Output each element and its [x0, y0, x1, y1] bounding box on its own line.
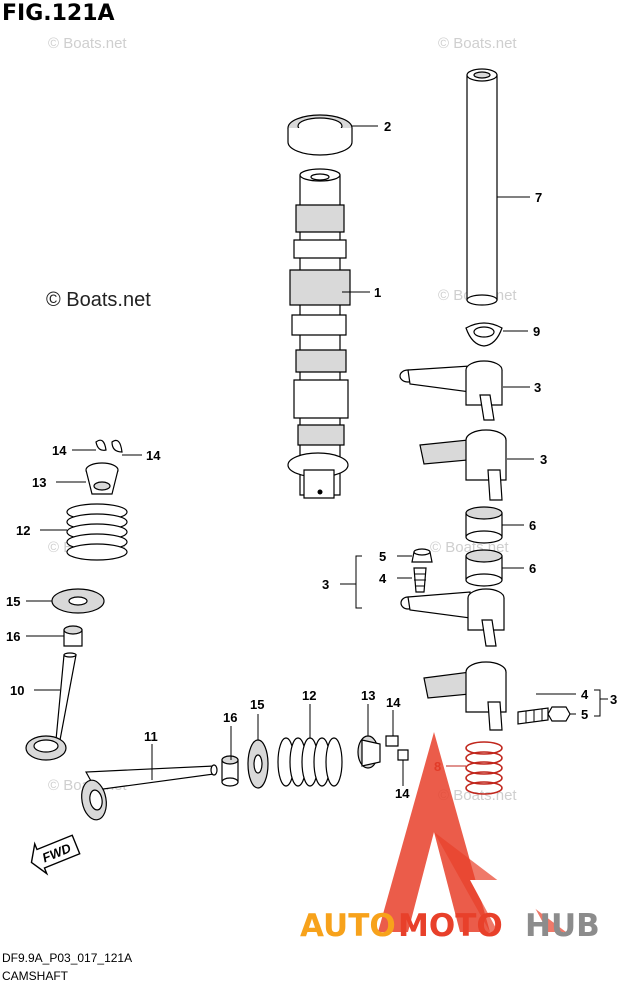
callout-9: 9 — [533, 324, 540, 339]
callout-10: 10 — [10, 683, 24, 698]
callout-16: 16 — [223, 710, 237, 725]
callout-4: 4 — [581, 687, 589, 702]
callout-4: 4 — [379, 571, 387, 586]
adjust-screw-part — [413, 567, 427, 593]
figure-name: CAMSHAFT — [2, 969, 69, 983]
callout-14: 14 — [395, 786, 410, 801]
logo-auto: AUTO — [300, 908, 396, 944]
logo-moto: MOTO — [398, 908, 503, 944]
rocker-spring-part — [465, 741, 503, 795]
spring-retainer-part — [357, 735, 381, 769]
callout-6: 6 — [529, 561, 536, 576]
callout-13: 13 — [32, 475, 46, 490]
figure-code: DF9.9A_P03_017_121A — [2, 951, 132, 965]
rocker-arm-part — [419, 429, 507, 501]
bushing-part — [465, 549, 503, 587]
callout-3: 3 — [534, 380, 541, 395]
rocker-arm-part — [399, 360, 503, 421]
tube-part — [466, 68, 498, 306]
watermark: © Boats.net — [48, 35, 127, 52]
callout-2: 2 — [384, 119, 391, 134]
forward-arrow-icon: FWD — [30, 834, 81, 876]
callout-3: 3 — [540, 452, 547, 467]
callout-6: 6 — [529, 518, 536, 533]
automotohub-logo: AUTO MOTO HUB — [300, 732, 600, 944]
spring-seat-part — [247, 739, 269, 789]
valve-cotter-part — [385, 735, 409, 761]
valve-stem-seal-part — [63, 625, 83, 647]
callout-5: 5 — [379, 549, 386, 564]
spring-retainer-part — [85, 462, 119, 495]
callout-16: 16 — [6, 629, 20, 644]
callout-1: 1 — [374, 285, 381, 300]
callout-12: 12 — [16, 523, 30, 538]
callout-14: 14 — [52, 443, 67, 458]
adjust-screw-part — [517, 707, 549, 725]
spring-seat-part — [51, 588, 105, 614]
oil-seal-part — [287, 114, 353, 156]
gasket-part — [465, 322, 503, 347]
callout-14: 14 — [386, 695, 401, 710]
figure-title: FIG.121A — [2, 1, 115, 26]
callout-7: 7 — [535, 190, 542, 205]
watermark-large: © Boats.net — [46, 289, 151, 311]
logo-hub: HUB — [525, 908, 600, 944]
intake-valve-part — [25, 652, 77, 761]
callout-12: 12 — [302, 688, 316, 703]
watermark: © Boats.net — [438, 35, 517, 52]
rocker-arm-part — [400, 588, 505, 647]
callout-11: 11 — [144, 729, 158, 744]
bushing-part — [465, 506, 503, 544]
nut-part — [547, 706, 571, 722]
valve-spring-part — [66, 503, 128, 561]
callout-15: 15 — [6, 594, 20, 609]
nut-part — [411, 548, 433, 563]
callout-13: 13 — [361, 688, 375, 703]
camshaft-part — [287, 168, 351, 499]
exhaust-valve-part — [81, 764, 218, 821]
callout-3: 3 — [610, 692, 617, 707]
callout-3: 3 — [322, 577, 329, 592]
valve-cotter-part — [95, 439, 123, 453]
valve-spring-part — [277, 737, 343, 787]
callout-15: 15 — [250, 697, 264, 712]
valve-stem-seal-part — [221, 755, 239, 787]
callout-14: 14 — [146, 448, 161, 463]
callout-5: 5 — [581, 707, 588, 722]
rocker-arm-part — [423, 661, 507, 731]
